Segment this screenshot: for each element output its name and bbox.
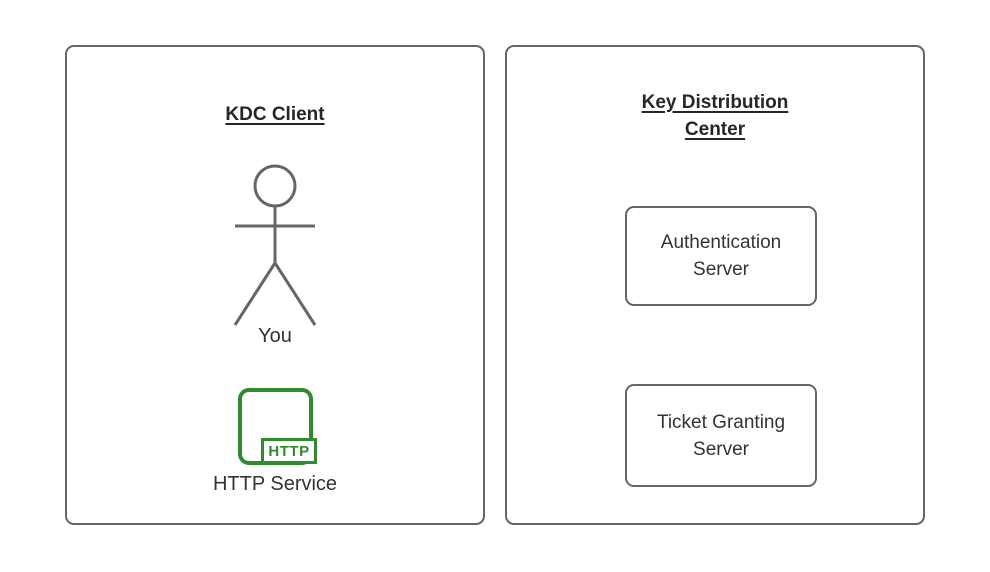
- http-service-label: HTTP Service: [212, 473, 338, 495]
- key-distribution-center-panel: Key Distribution Center Authentication S…: [505, 45, 925, 525]
- ticket-granting-server-node: Ticket Granting Server: [625, 384, 817, 487]
- key-distribution-center-title: Key Distribution Center: [641, 92, 789, 140]
- actor-label: You: [258, 325, 292, 347]
- kdc-client-title: KDC Client: [225, 104, 325, 125]
- authentication-server-node: Authentication Server: [625, 206, 817, 306]
- http-badge-label: HTTP: [261, 438, 317, 464]
- ticket-granting-server-label: Ticket Granting Server: [656, 411, 786, 460]
- authentication-server-label: Authentication Server: [660, 232, 782, 280]
- kdc-client-panel: KDC Client You HTTP HTTP Service: [65, 45, 485, 525]
- actor-icon: [233, 164, 317, 326]
